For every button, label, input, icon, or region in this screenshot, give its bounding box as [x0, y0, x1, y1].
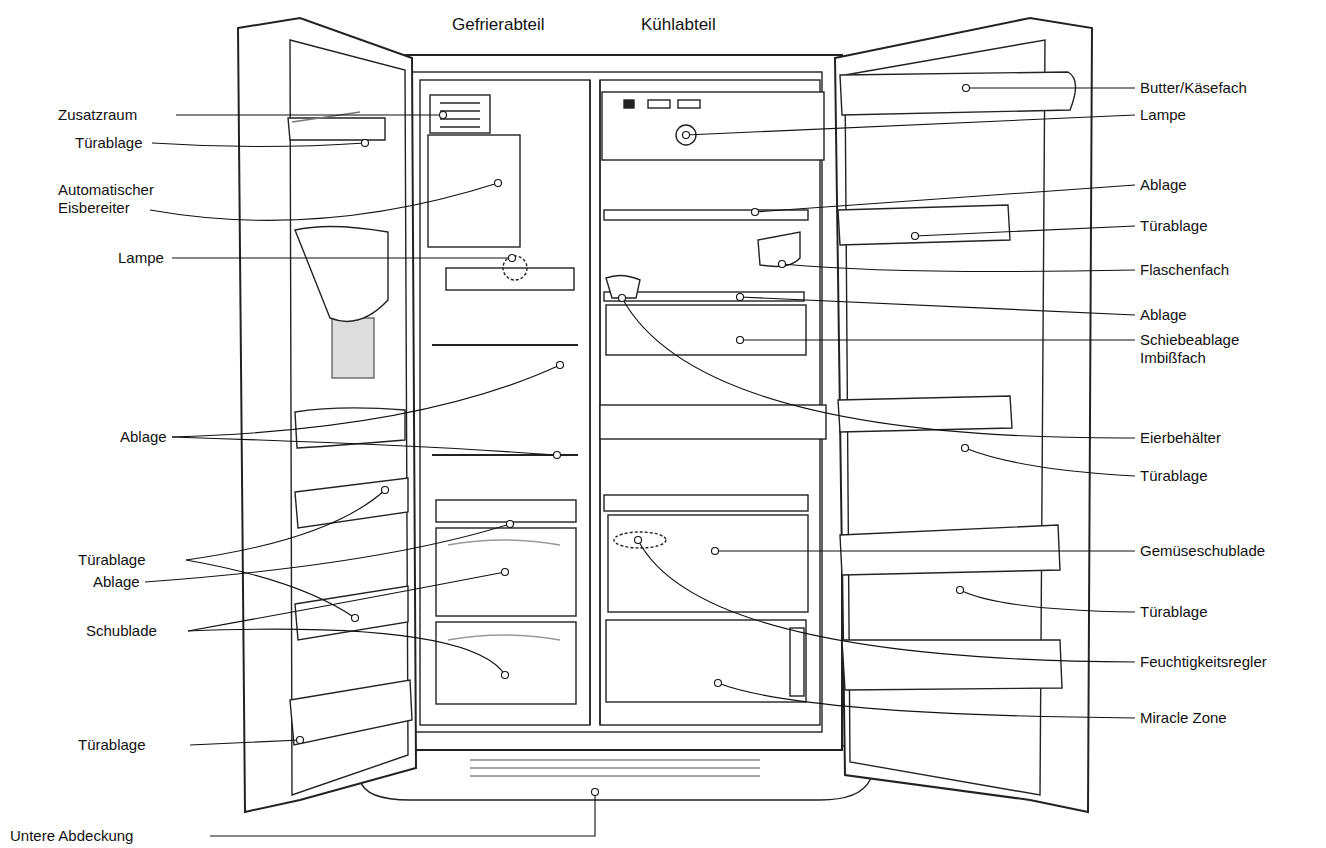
- part-label: Türablage: [78, 551, 146, 569]
- fridge-interior: [600, 92, 826, 702]
- part-label: Untere Abdeckung: [10, 827, 133, 845]
- fridge-door: [835, 18, 1092, 812]
- part-label: Zusatzraum: [58, 106, 137, 124]
- part-label: Eierbehälter: [1140, 429, 1221, 447]
- part-label: Automatischer Eisbereiter: [58, 181, 158, 217]
- part-label: Feuchtigkeitsregler: [1140, 653, 1267, 671]
- compartment-heading: Kühlabteil: [641, 16, 716, 34]
- part-label: Ablage: [120, 428, 167, 446]
- part-label: Gemüseschublade: [1140, 542, 1265, 560]
- part-label: Türablage: [78, 736, 146, 754]
- part-label: Miracle Zone: [1140, 709, 1227, 727]
- part-label: Ablage: [1140, 306, 1187, 324]
- freezer-interior: [428, 95, 578, 704]
- freezer-door: [238, 18, 416, 812]
- leader-lines: [145, 88, 1135, 836]
- cabinet: [392, 55, 842, 750]
- part-label: Türablage: [1140, 467, 1208, 485]
- part-label: Lampe: [118, 249, 164, 267]
- part-label: Butter/Käsefach: [1140, 79, 1247, 97]
- part-label: Schublade: [86, 622, 157, 640]
- part-label: Schiebeablage Imbißfach: [1140, 331, 1245, 367]
- part-label: Türablage: [75, 134, 143, 152]
- part-label: Türablage: [1140, 217, 1208, 235]
- compartment-heading: Gefrierabteil: [452, 16, 545, 34]
- part-label: Ablage: [1140, 176, 1187, 194]
- part-label: Flaschenfach: [1140, 261, 1229, 279]
- part-label: Lampe: [1140, 106, 1186, 124]
- leader-dots: [297, 85, 970, 796]
- part-label: Ablage: [93, 573, 140, 591]
- part-label: Türablage: [1140, 603, 1208, 621]
- bottom-cover: [360, 745, 870, 800]
